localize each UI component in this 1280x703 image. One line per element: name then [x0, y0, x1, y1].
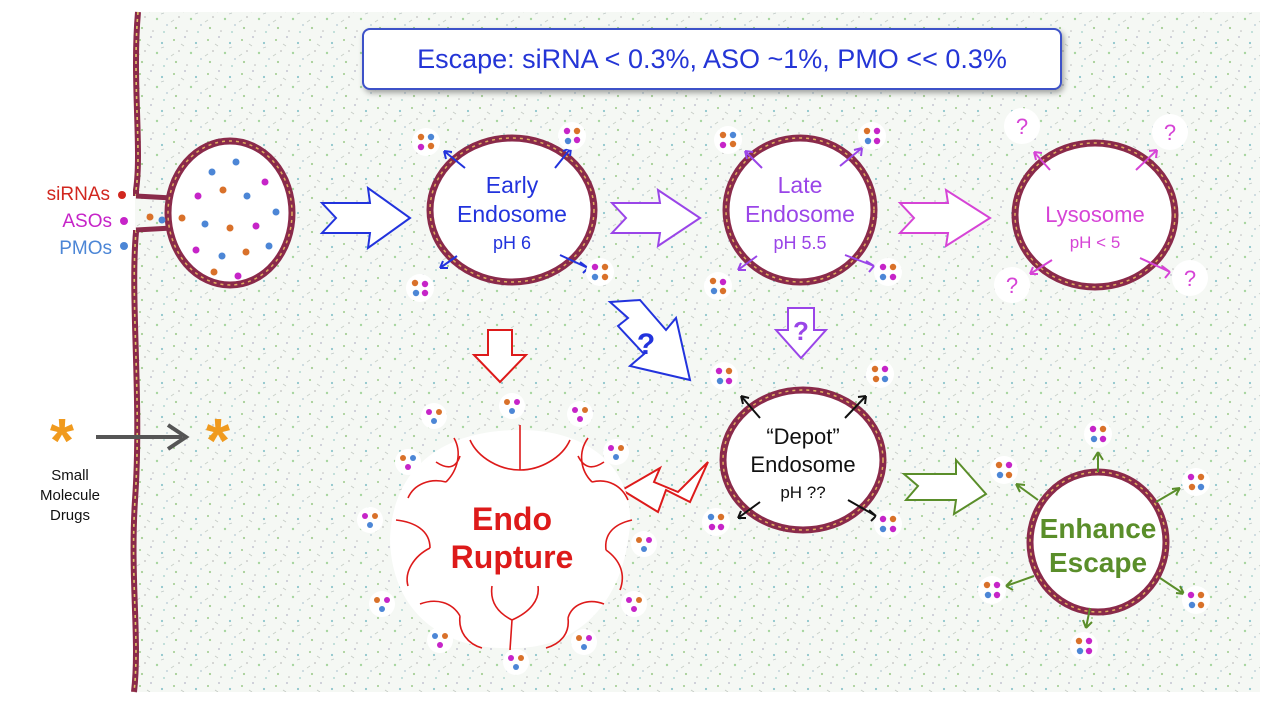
- cargo-legend: siRNAs ASOs PMOs: [47, 184, 128, 259]
- lysosome-ph: pH < 5: [1070, 233, 1121, 252]
- lysosome-unknown-3: ?: [1006, 273, 1018, 298]
- small-molecule-label-2: Molecule: [40, 487, 100, 504]
- early-endosome-ph: pH 6: [493, 233, 531, 253]
- late-endosome: Late Endosome pH 5.5: [722, 134, 878, 286]
- endo-rupture-line1: Endo: [472, 501, 552, 537]
- small-molecule-outside-icon: *: [50, 407, 75, 476]
- lysosome-unknown-1: ?: [1016, 114, 1028, 139]
- arrow-depot-to-enhance: [901, 457, 988, 516]
- depot-endosome-line2: Endosome: [750, 452, 855, 477]
- late-endosome-line2: Endosome: [745, 201, 855, 227]
- enhance-escape-line2: Escape: [1049, 547, 1147, 578]
- legend-aso-dot: [120, 217, 128, 225]
- enhance-escape-line1: Enhance: [1040, 513, 1157, 544]
- arrow-early-to-late: [609, 187, 702, 249]
- endo-rupture: Endo Rupture: [390, 425, 633, 651]
- arrow-late-to-depot: [773, 307, 829, 360]
- pathway-question-purple: ?: [793, 316, 809, 346]
- vesicle-cargo-dots: [146, 158, 280, 280]
- escaping-cargo-clusters: [357, 122, 1210, 675]
- late-endosome-line1: Late: [778, 172, 823, 198]
- legend-sirnas: siRNAs: [47, 184, 110, 205]
- depot-endosome: “Depot” Endosome pH ??: [719, 386, 887, 534]
- lysosome-name: Lysosome: [1045, 202, 1144, 227]
- endo-rupture-line2: Rupture: [451, 539, 574, 575]
- pathway-question-blue: ?: [637, 328, 655, 361]
- arrow-vesicle-to-early: [319, 185, 412, 251]
- legend-sirna-dot: [118, 191, 126, 199]
- escape-rates-text: Escape: siRNA < 0.3%, ASO ~1%, PMO << 0.…: [417, 43, 1007, 74]
- enhance-escape-vesicle: Enhance Escape: [1005, 451, 1185, 629]
- arrow-late-to-lysosome: [897, 187, 992, 249]
- escape-rates-banner: Escape: siRNA < 0.3%, ASO ~1%, PMO << 0.…: [362, 28, 1062, 90]
- early-endosome-line2: Endosome: [457, 201, 567, 227]
- depot-endosome-line1: “Depot”: [766, 424, 839, 449]
- early-endosome-line1: Early: [486, 172, 539, 198]
- lysosome-unknown-4: ?: [1184, 266, 1196, 291]
- small-molecule-inside-icon: *: [206, 407, 231, 476]
- early-endosome: Early Endosome pH 6: [426, 134, 598, 286]
- small-molecule-label-1: Small: [51, 467, 89, 484]
- legend-pmo-dot: [120, 242, 128, 250]
- lysosome: Lysosome pH < 5 ? ? ? ?: [994, 108, 1208, 303]
- small-molecule-label-3: Drugs: [50, 507, 90, 524]
- small-molecule-drugs: * * Small Molecule Drugs: [40, 407, 231, 524]
- uptake-vesicle: [135, 137, 296, 289]
- plasma-membrane: [130, 11, 141, 693]
- flow-arrows: [319, 185, 992, 516]
- arrow-early-to-depot: [607, 298, 692, 382]
- lysosome-unknown-2: ?: [1164, 120, 1176, 145]
- arrow-early-to-rupture: [471, 329, 529, 384]
- legend-pmos: PMOs: [59, 238, 112, 259]
- late-endosome-ph: pH 5.5: [773, 233, 826, 253]
- depot-endosome-ph: pH ??: [780, 483, 825, 502]
- legend-asos: ASOs: [62, 211, 112, 232]
